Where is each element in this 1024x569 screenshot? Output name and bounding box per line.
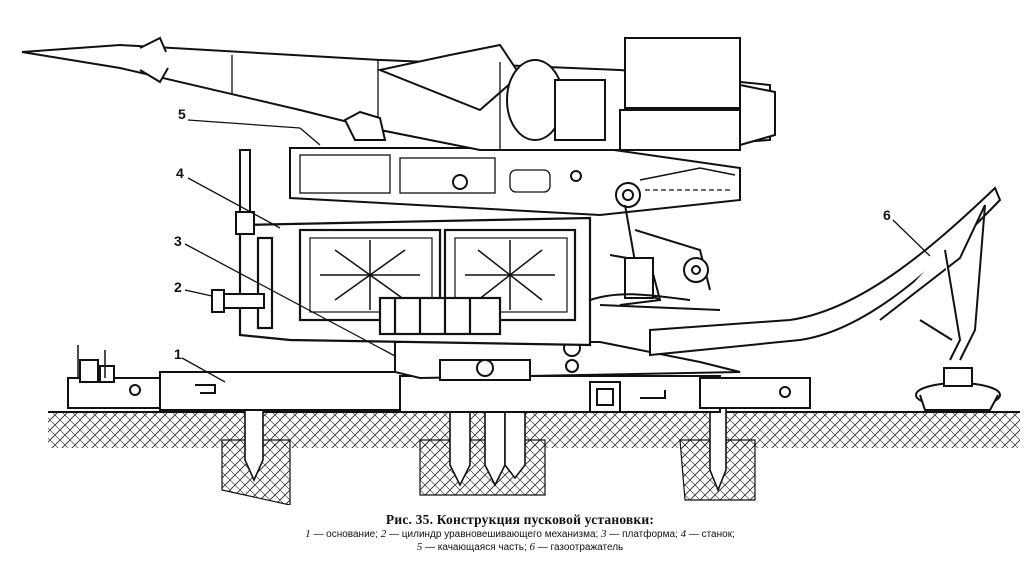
callout-3: 3 <box>174 233 182 249</box>
legend-line-1: 1 — основание; 2 — цилиндр уравновешиваю… <box>230 528 810 541</box>
legend-num-4: 4 <box>680 528 687 540</box>
legend-text-1: — основание; <box>313 529 379 540</box>
legend-num-6: 6 <box>529 541 535 553</box>
callout-5: 5 <box>178 106 186 122</box>
balancing-cylinder <box>211 149 265 313</box>
ground <box>48 411 1020 505</box>
leader-lines <box>181 119 931 383</box>
launcher-mount <box>238 216 592 347</box>
legend-text-5: — качающаяся часть; <box>425 542 527 553</box>
legend-text-3: — платформа; <box>609 529 678 540</box>
linkage <box>589 204 721 311</box>
caption-title: Рис. 35. Конструкция пусковой установки: <box>385 512 655 527</box>
legend-num-2: 2 <box>380 528 387 540</box>
base-frame <box>67 345 811 413</box>
legend-num-5: 5 <box>416 541 423 553</box>
figure-caption: Рис. 35. Конструкция пусковой установки:… <box>230 512 810 554</box>
platform <box>394 339 741 381</box>
legend-text-4: — станок; <box>688 529 735 540</box>
gas-deflector <box>649 186 1002 411</box>
missile <box>21 36 776 151</box>
callout-6: 6 <box>883 207 891 223</box>
legend-num-3: 3 <box>601 528 607 540</box>
legend-line-2: 5 — качающаяся часть; 6 — газоотражатель <box>230 541 810 554</box>
legend-num-1: 1 <box>305 528 311 540</box>
callout-1: 1 <box>174 346 182 362</box>
launcher-drawing <box>21 36 1020 505</box>
legend-text-6: — газоотражатель <box>537 542 624 553</box>
callout-2: 2 <box>174 279 182 295</box>
callout-4: 4 <box>176 165 184 181</box>
swinging-part <box>289 147 741 217</box>
legend-text-2: — цилиндр уравновешивающего механизма; <box>389 529 599 540</box>
